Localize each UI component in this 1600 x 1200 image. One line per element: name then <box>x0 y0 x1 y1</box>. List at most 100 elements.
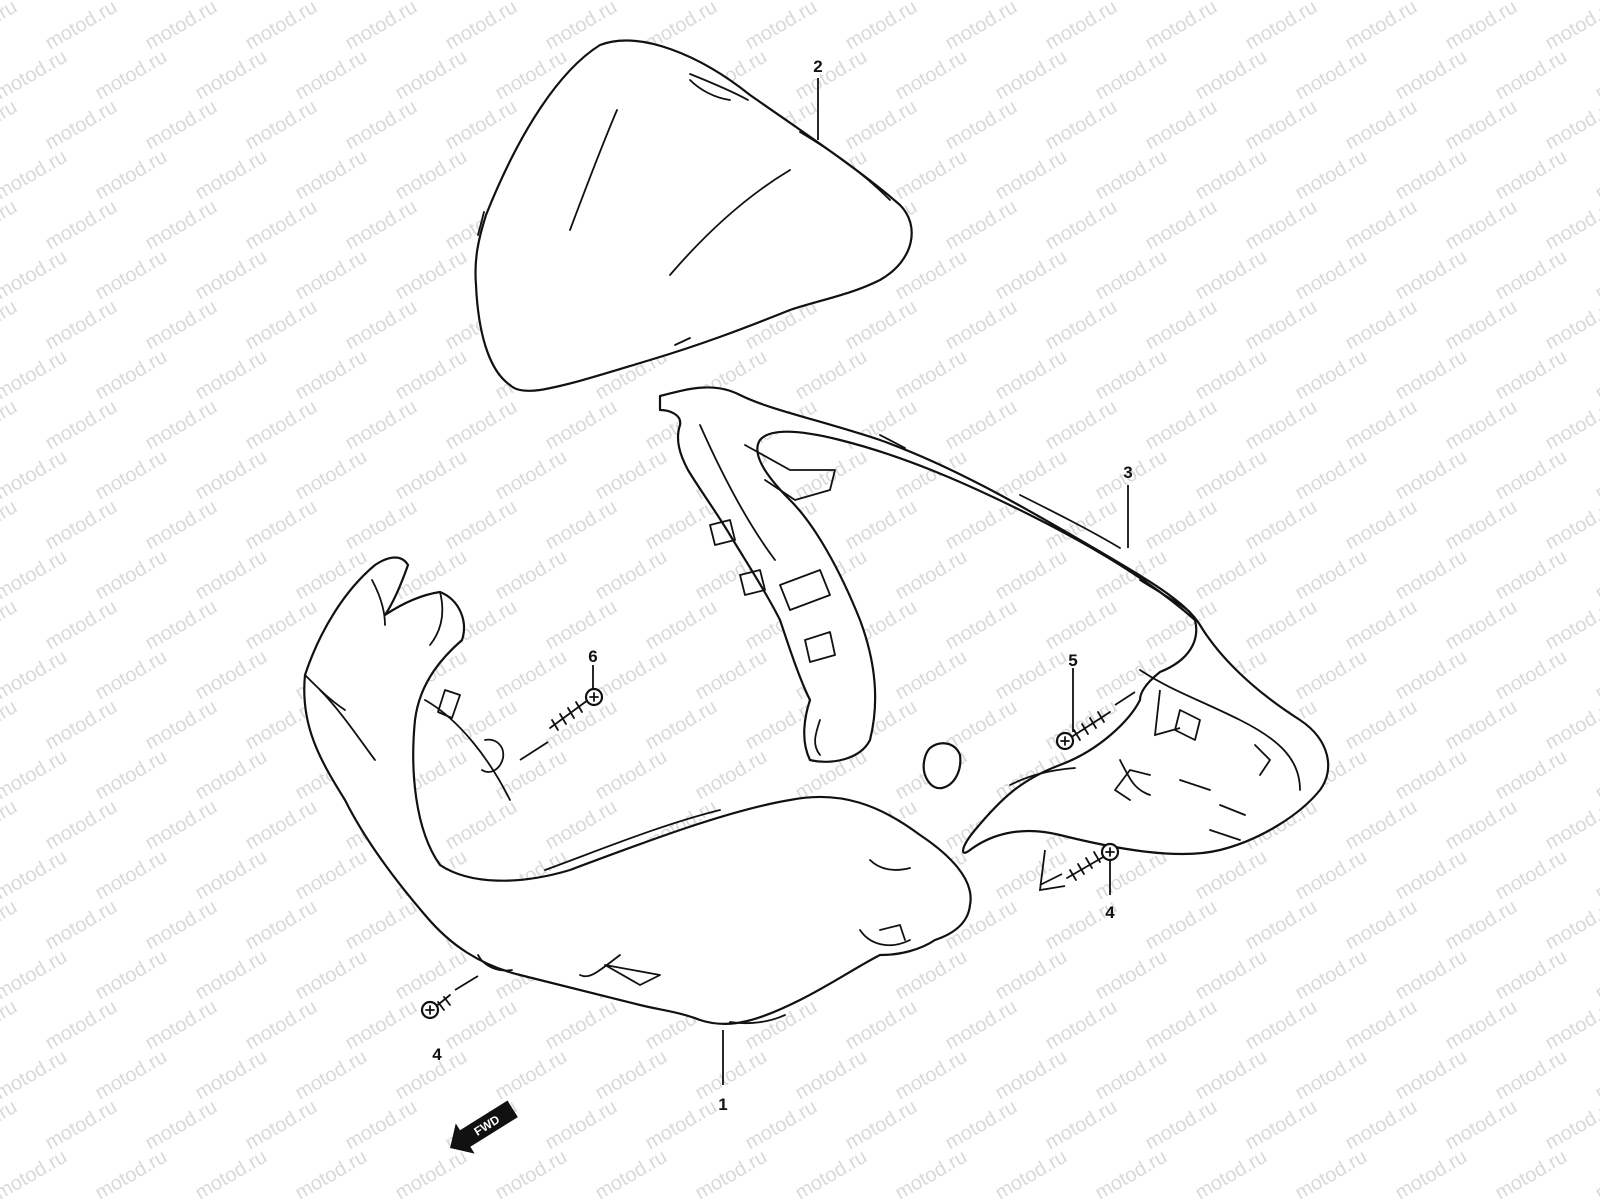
watermark-text: motod.ru <box>292 246 371 305</box>
watermark-text: motod.ru <box>1542 496 1600 555</box>
watermark-text: motod.ru <box>1392 446 1471 505</box>
watermark-text: motod.ru <box>492 1046 571 1105</box>
watermark-text: motod.ru <box>1442 896 1521 955</box>
watermark-text: motod.ru <box>1592 146 1600 205</box>
watermark-text: motod.ru <box>1292 246 1371 305</box>
watermark-text: motod.ru <box>1442 196 1521 255</box>
watermark-text: motod.ru <box>1192 546 1271 605</box>
watermark-text: motod.ru <box>892 1046 971 1105</box>
watermark-text: motod.ru <box>1142 0 1221 54</box>
watermark-text: motod.ru <box>592 1146 671 1200</box>
watermark-text: motod.ru <box>292 1146 371 1200</box>
watermark-text: motod.ru <box>292 346 371 405</box>
watermark-text: motod.ru <box>842 996 921 1055</box>
watermark-text: motod.ru <box>1292 446 1371 505</box>
screw-4-left-axis <box>454 975 479 991</box>
watermark-text: motod.ru <box>0 996 21 1055</box>
watermark-text: motod.ru <box>1292 146 1371 205</box>
watermark-text: motod.ru <box>1092 46 1171 105</box>
watermark-text: motod.ru <box>1242 1096 1321 1155</box>
watermark-text: motod.ru <box>192 1146 271 1200</box>
watermark-text: motod.ru <box>142 0 221 54</box>
watermark-text: motod.ru <box>1042 1196 1121 1200</box>
watermark-text: motod.ru <box>1342 96 1421 155</box>
watermark-text: motod.ru <box>1392 246 1471 305</box>
watermark-text: motod.ru <box>892 346 971 405</box>
watermark-text: motod.ru <box>42 1196 121 1200</box>
watermark-text: motod.ru <box>1142 996 1221 1055</box>
watermark-text: motod.ru <box>942 196 1021 255</box>
watermark-text: motod.ru <box>1492 846 1571 905</box>
watermark-text: motod.ru <box>442 996 521 1055</box>
watermark-text: motod.ru <box>0 196 21 255</box>
watermark-text: motod.ru <box>592 646 671 705</box>
watermark-text: motod.ru <box>642 696 721 755</box>
watermark-text: motod.ru <box>0 646 71 705</box>
watermark-text: motod.ru <box>692 746 771 805</box>
watermark-text: motod.ru <box>1492 146 1571 205</box>
watermark-text: motod.ru <box>1492 546 1571 605</box>
callout-2: 2 <box>813 57 822 76</box>
watermark-text: motod.ru <box>192 446 271 505</box>
watermark-text: motod.ru <box>1492 46 1571 105</box>
watermark-text: motod.ru <box>242 396 321 455</box>
watermark-text: motod.ru <box>0 1196 21 1200</box>
watermark-text: motod.ru <box>542 1096 621 1155</box>
watermark-text: motod.ru <box>892 546 971 605</box>
watermark-text: motod.ru <box>42 96 121 155</box>
watermark-text: motod.ru <box>142 696 221 755</box>
watermark-text: motod.ru <box>42 296 121 355</box>
watermark-text: motod.ru <box>992 46 1071 105</box>
watermark-text: motod.ru <box>792 346 871 405</box>
watermark-text: motod.ru <box>1042 596 1121 655</box>
watermark-text: motod.ru <box>92 446 171 505</box>
watermark-text: motod.ru <box>242 596 321 655</box>
watermark-text: motod.ru <box>842 1096 921 1155</box>
screw-4-right-axis <box>1039 873 1063 886</box>
watermark-text: motod.ru <box>642 596 721 655</box>
watermark-text: motod.ru <box>442 0 521 54</box>
watermark-text: motod.ru <box>0 796 21 855</box>
watermark-text: motod.ru <box>342 96 421 155</box>
watermark-text: motod.ru <box>1542 296 1600 355</box>
watermark-text: motod.ru <box>1542 196 1600 255</box>
watermark-text: motod.ru <box>1592 446 1600 505</box>
watermark-text: motod.ru <box>1492 646 1571 705</box>
watermark-text: motod.ru <box>1492 1046 1571 1105</box>
watermark-text: motod.ru <box>642 1096 721 1155</box>
watermark-text: motod.ru <box>892 646 971 705</box>
watermark-text: motod.ru <box>892 46 971 105</box>
watermark-text: motod.ru <box>942 1196 1021 1200</box>
watermark-text: motod.ru <box>142 196 221 255</box>
watermark-text: motod.ru <box>42 596 121 655</box>
watermark-text: motod.ru <box>1342 696 1421 755</box>
watermark-text: motod.ru <box>342 396 421 455</box>
watermark-text: motod.ru <box>342 1096 421 1155</box>
watermark-text: motod.ru <box>1092 246 1171 305</box>
watermark-text: motod.ru <box>1142 296 1221 355</box>
watermark-text: motod.ru <box>0 696 21 755</box>
watermark-text: motod.ru <box>992 946 1071 1005</box>
watermark-text: motod.ru <box>892 1146 971 1200</box>
watermark-text: motod.ru <box>1542 696 1600 755</box>
watermark-text: motod.ru <box>1542 596 1600 655</box>
watermark-text: motod.ru <box>1392 46 1471 105</box>
watermark-text: motod.ru <box>1442 0 1521 54</box>
watermark-text: motod.ru <box>1142 396 1221 455</box>
watermark-text: motod.ru <box>242 496 321 555</box>
watermark-text: motod.ru <box>0 246 71 305</box>
watermark-text: motod.ru <box>0 296 21 355</box>
watermark-text: motod.ru <box>1342 296 1421 355</box>
watermark-text: motod.ru <box>0 0 21 54</box>
watermark-text: motod.ru <box>242 0 321 54</box>
watermark-text: motod.ru <box>842 496 921 555</box>
watermark-text: motod.ru <box>792 1146 871 1200</box>
watermark-text: motod.ru <box>1442 1096 1521 1155</box>
watermark-text: motod.ru <box>292 146 371 205</box>
watermark-text: motod.ru <box>1292 46 1371 105</box>
watermark-text: motod.ru <box>942 96 1021 155</box>
watermark-text: motod.ru <box>1592 1146 1600 1200</box>
watermark-text: motod.ru <box>0 1096 21 1155</box>
watermark-text: motod.ru <box>942 296 1021 355</box>
watermark-text: motod.ru <box>1592 346 1600 405</box>
